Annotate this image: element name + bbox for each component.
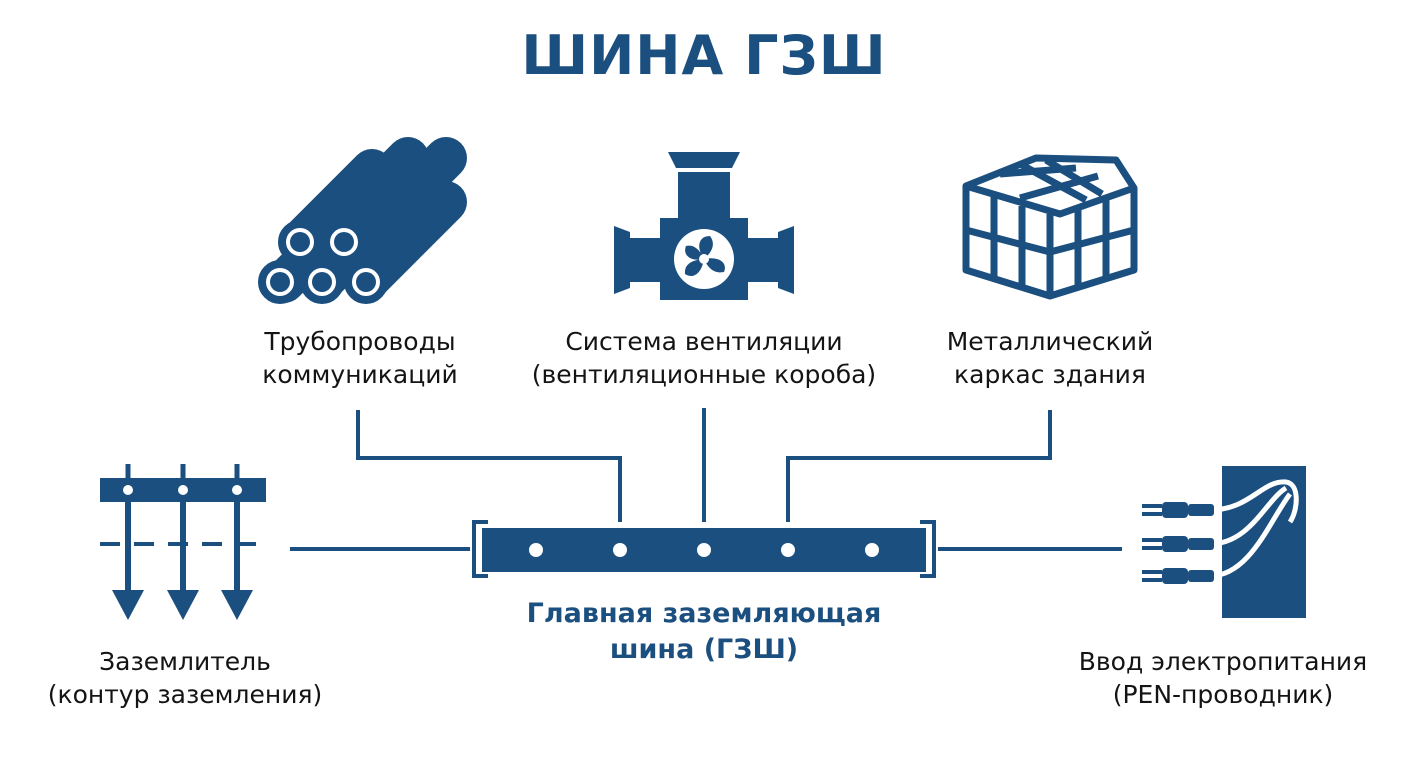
- connector-frame: [786, 410, 1052, 522]
- frame-label-line1: Металлический: [946, 327, 1154, 356]
- ground-electrode-icon: [100, 464, 268, 620]
- connector-lines: [290, 408, 1122, 551]
- grounding-label: Заземлитель (контур заземления): [20, 645, 350, 711]
- ventilation-label: Система вентиляции (вентиляционные короб…: [504, 325, 904, 391]
- frame-label-line2: каркас здания: [954, 360, 1146, 389]
- pipes-icon: [258, 137, 467, 304]
- grounding-label-line2: (контур заземления): [47, 680, 323, 709]
- pipelines-label-line1: Трубопроводы: [264, 327, 456, 356]
- power-input-label: Ввод электропитания (PEN-проводник): [1058, 645, 1388, 711]
- ventilation-label-line2: (вентиляционные короба): [531, 360, 877, 389]
- ventilation-label-line1: Система вентиляции: [565, 327, 843, 356]
- busbar-label-line1: Главная заземляющая: [526, 598, 882, 629]
- connector-pipelines: [356, 410, 622, 522]
- power-input-label-line2: (PEN-проводник): [1112, 680, 1334, 709]
- busbar-icon: [472, 520, 936, 578]
- ventilation-fan-icon: [614, 152, 794, 300]
- diagram-title: ШИНА ГЗШ: [521, 24, 887, 87]
- frame-label: Металлический каркас здания: [890, 325, 1210, 391]
- power-input-icon: [1142, 466, 1306, 618]
- busbar-label-line2: шина (ГЗШ): [609, 634, 799, 665]
- building-frame-icon: [962, 154, 1138, 300]
- busbar-label: Главная заземляющая шина (ГЗШ): [494, 596, 914, 668]
- pipelines-label-line2: коммуникаций: [262, 360, 458, 389]
- grounding-label-line1: Заземлитель: [99, 647, 271, 676]
- pipelines-label: Трубопроводы коммуникаций: [200, 325, 520, 391]
- power-input-label-line1: Ввод электропитания: [1078, 647, 1368, 676]
